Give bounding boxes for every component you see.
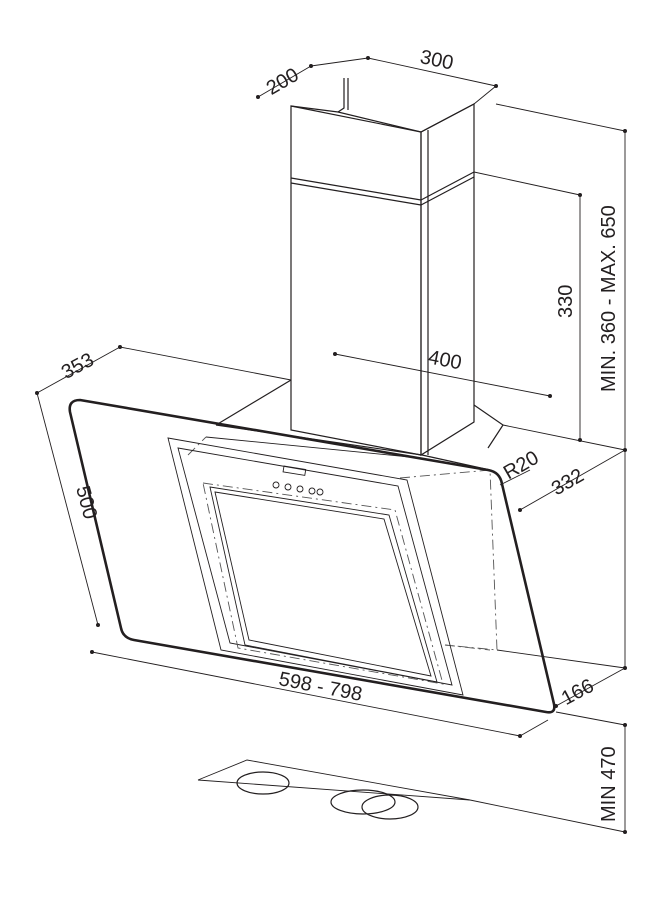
chimney — [290, 78, 475, 457]
dim-hood-top-depth: 353 — [58, 349, 98, 384]
glass-panel — [68, 398, 556, 714]
dim-glass-height: 500 — [71, 484, 101, 522]
dimension-lines — [35, 56, 627, 834]
dim-chimney-height-range: MIN. 360 - MAX. 650 — [598, 205, 620, 392]
cooktop — [197, 759, 471, 820]
dim-bottom-depth: 166 — [558, 675, 598, 710]
dim-hood-depth: 332 — [548, 465, 588, 501]
dim-chimney-upper: 330 — [555, 285, 577, 318]
hood-body — [187, 379, 504, 651]
dim-min-clearance: MIN 470 — [598, 746, 620, 822]
dim-corner-radius: R20 — [500, 447, 543, 484]
dim-bracket-width: 400 — [426, 346, 463, 374]
dim-chimney-depth: 200 — [263, 64, 303, 100]
